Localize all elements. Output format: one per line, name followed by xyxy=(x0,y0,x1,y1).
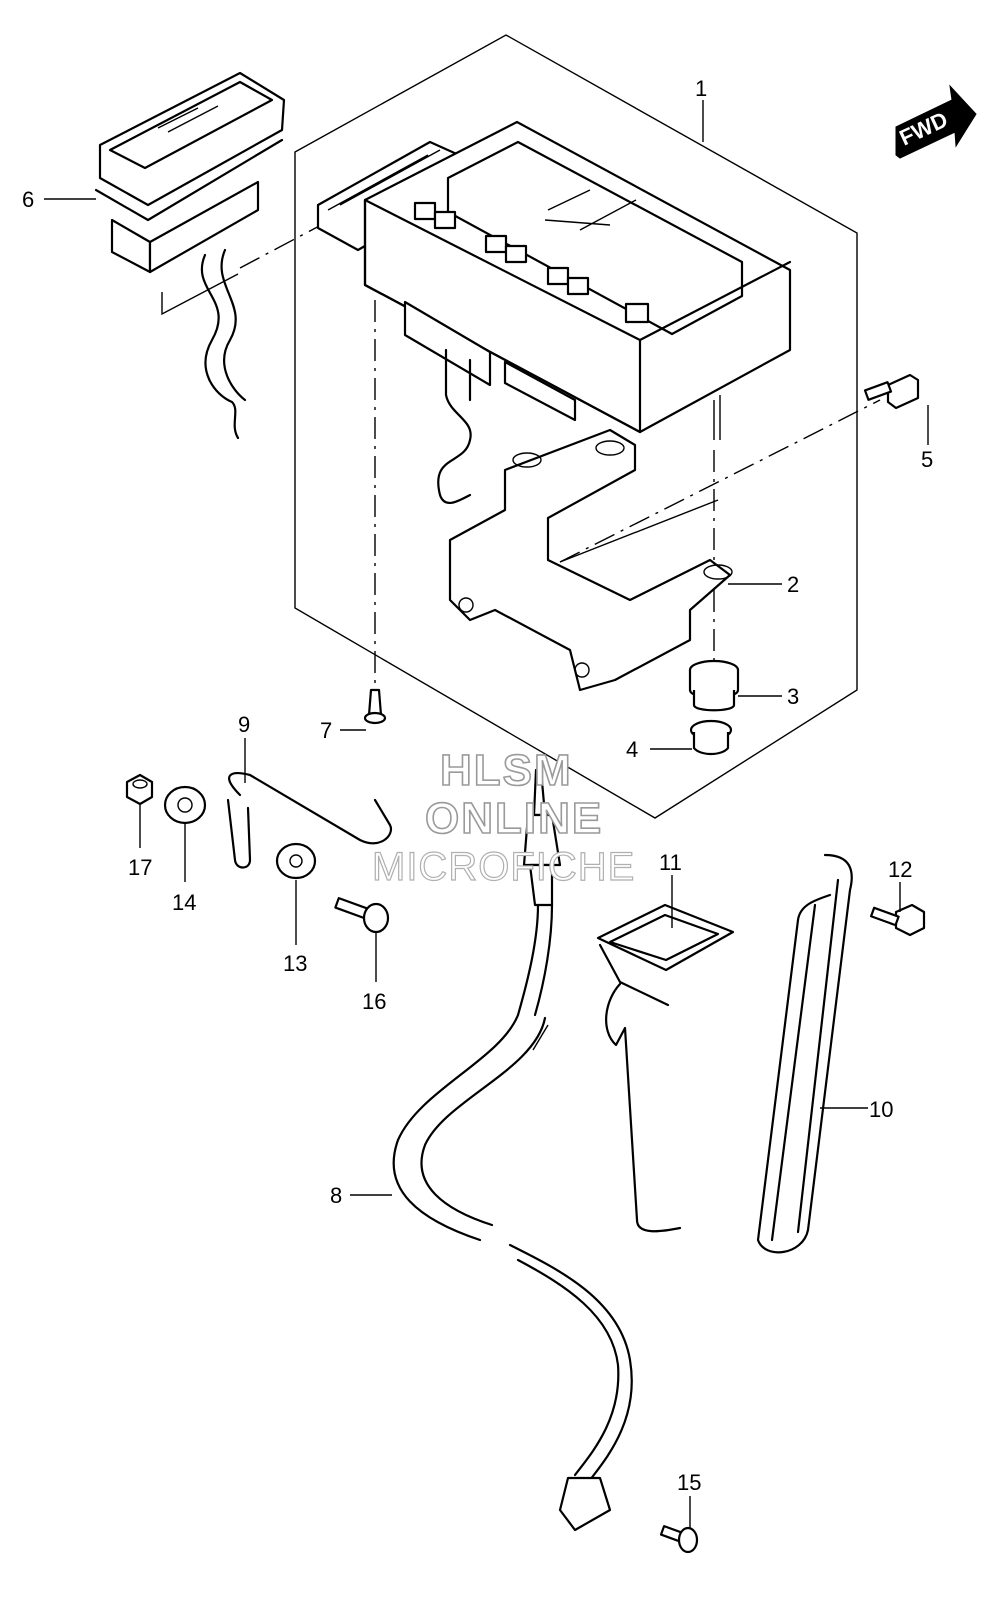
callout-10: 10 xyxy=(869,1097,893,1122)
part-6-cover xyxy=(94,71,341,440)
part-1-meter xyxy=(316,120,792,505)
callout-14: 14 xyxy=(172,890,196,915)
part-15-screw xyxy=(659,1525,699,1554)
part-2-bracket xyxy=(448,399,881,692)
part-14-washer xyxy=(163,785,207,825)
part-12-bolt xyxy=(869,903,926,937)
callout-2: 2 xyxy=(787,572,799,597)
callout-8: 8 xyxy=(330,1183,342,1208)
callout-11: 11 xyxy=(659,850,682,875)
part-17-nut xyxy=(125,773,154,806)
callout-15: 15 xyxy=(677,1470,701,1495)
callouts: 1 2 3 4 5 6 7 8 9 10 11 12 13 14 15 16 1 xyxy=(22,76,933,1528)
watermark-line-1: HLSM xyxy=(440,746,573,795)
part-3-grommet xyxy=(688,659,740,712)
part-4-collar xyxy=(689,719,733,756)
callout-6: 6 xyxy=(22,187,34,212)
watermark-line-3: MICROFICHE xyxy=(372,845,635,889)
fwd-direction-arrow: FWD xyxy=(895,84,977,159)
callout-4: 4 xyxy=(626,737,638,762)
callout-12: 12 xyxy=(888,857,912,882)
callout-3: 3 xyxy=(787,684,799,709)
part-13-washer xyxy=(275,842,317,880)
part-7-screw xyxy=(363,300,387,725)
part-10-stay xyxy=(756,853,853,1254)
callout-17: 17 xyxy=(128,855,152,880)
callout-7: 7 xyxy=(320,718,332,743)
callout-16: 16 xyxy=(362,989,386,1014)
part-11-clamp xyxy=(596,903,735,1233)
watermark: HLSM ONLINE MICROFICHE xyxy=(371,745,635,889)
part-8-cable xyxy=(392,768,633,1532)
watermark-line-2: ONLINE xyxy=(425,794,603,843)
callout-5: 5 xyxy=(921,447,933,472)
assembly-outline xyxy=(294,34,858,819)
callout-1: 1 xyxy=(695,76,707,101)
part-5-bolt xyxy=(863,373,920,410)
part-9-hook xyxy=(226,772,393,869)
callout-13: 13 xyxy=(283,951,307,976)
part-16-screw xyxy=(334,897,390,934)
callout-9: 9 xyxy=(238,712,250,737)
